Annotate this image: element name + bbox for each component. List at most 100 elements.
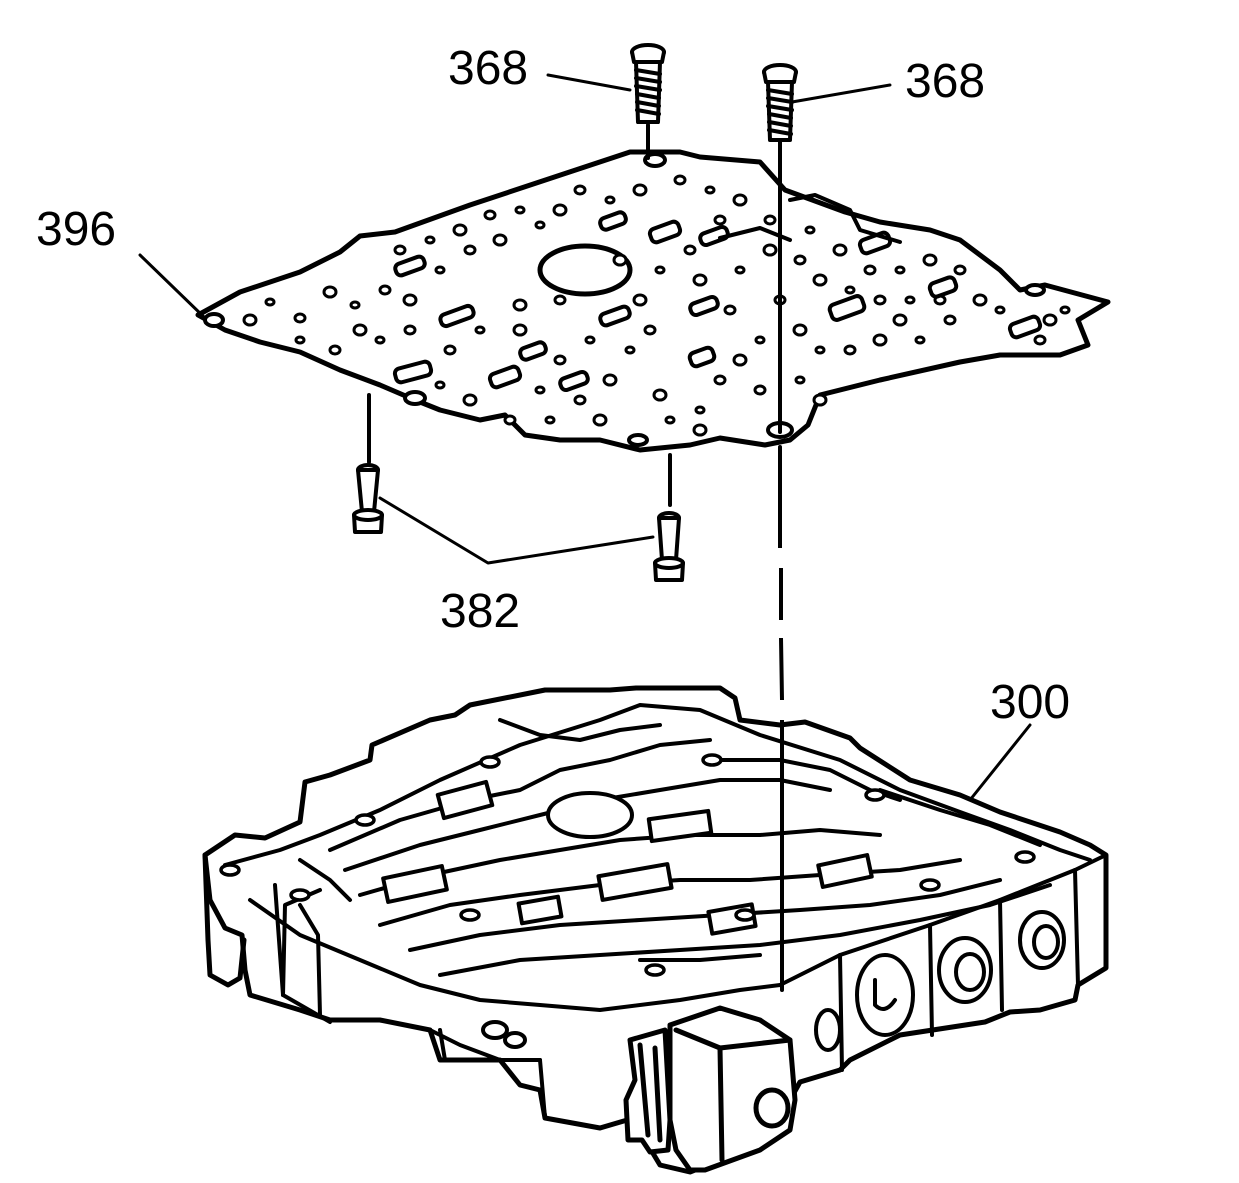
plate-hole [994,305,1006,315]
plate-hole [242,313,258,327]
plate-hole [1042,313,1058,327]
plate-hole [553,354,567,366]
plate-hole [713,374,727,386]
plate-hole [552,203,568,217]
plate-hole [844,285,856,295]
plate-hole [953,264,967,276]
solenoid-connector [623,1005,798,1173]
plate-hole [794,375,806,385]
plate-hole [814,345,826,355]
plate-hole [443,344,457,356]
plate-hole [732,353,748,367]
plate-hole [492,233,508,247]
plate-hole [732,193,748,207]
plate-hole [972,293,988,307]
spacer-plate [195,149,1111,453]
plate-hole [544,415,556,425]
plate-hole [914,335,926,345]
plate-hole [692,423,708,437]
plate-hole [754,335,766,345]
plate-hole [1059,305,1071,315]
plate-hole [1033,334,1047,346]
plate-hole [349,300,361,310]
plate-hole [804,225,816,235]
dash-gap [776,548,786,568]
plate-hole [793,254,807,266]
plate-hole [863,264,877,276]
plate-hole [922,253,938,267]
plate-hole [632,293,648,307]
plate-hole [632,183,648,197]
plate-hole [434,380,446,390]
plate-hole [812,393,828,407]
plate-hole [832,243,848,257]
plate-hole [843,344,857,356]
plate-hole [463,244,477,256]
dash-gap [776,700,786,720]
plate-hole [683,244,697,256]
plate-hole [692,273,708,287]
plate-hole [264,297,276,307]
plate-hole [434,265,446,275]
plate-hole [753,384,767,396]
plate-hole [812,273,828,287]
plate-hole [792,323,808,337]
plate-hole [512,323,528,337]
plate-hole [734,265,746,275]
plate-hole [762,243,778,257]
plate-hole [352,323,368,337]
filter-left [352,463,384,534]
plate-hole [943,314,957,326]
plate-hole [872,333,888,347]
plate-hole [604,195,616,205]
plate-hole [892,313,908,327]
plate-hole [378,284,392,296]
plate-hole [534,385,546,395]
bolt-left [630,43,666,124]
valve-body [202,685,1109,1175]
plate-hole [584,335,596,345]
plate-hole [403,324,417,336]
plate-hole [723,304,737,316]
plate-hole [462,393,478,407]
plate-hole [328,344,342,356]
callout-382: 382 [440,585,520,638]
plate-hole [694,405,706,415]
plate-hole [592,413,608,427]
plate-hole [643,324,657,336]
plate-hole [704,185,716,195]
plate-hole [573,394,587,406]
plate-hole [602,373,618,387]
plate-hole [374,335,386,345]
plate-hole [713,214,727,226]
plate-hole [474,325,486,335]
plate-hole [654,265,666,275]
plate-hole [673,174,687,186]
callout-396: 396 [36,203,116,256]
plate-hole [652,388,668,402]
callout-300: 300 [990,676,1070,729]
plate-hole [894,265,906,275]
plate-hole [483,209,497,221]
plate-hole [393,244,407,256]
filter-right [653,511,685,582]
callout-368-left: 368 [448,42,528,95]
plate-hole [512,298,528,312]
leader-lines [138,73,1032,802]
dash-gap [776,620,786,638]
plate-hole [763,214,777,226]
plate-hole [424,235,436,245]
plate-hole [503,414,517,426]
plate-holes [242,174,1071,437]
plate-hole [612,253,628,267]
plate-hole [553,294,567,306]
alignment-lines [367,123,784,992]
plate-hole [293,312,307,324]
plate-hole [402,293,418,307]
plate-hole [664,415,676,425]
plate-hole [573,184,587,196]
plate-hole [294,335,306,345]
plate-hole [452,223,468,237]
plate-hole [322,285,338,299]
